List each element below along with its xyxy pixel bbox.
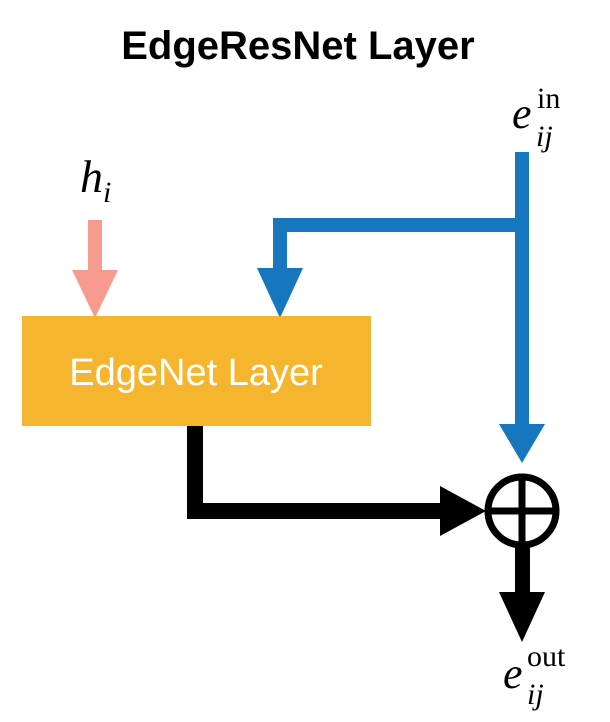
- edgenet-layer-box: EdgeNet Layer: [22, 316, 371, 426]
- edge-input-branch-arrow: [257, 218, 529, 318]
- edge-output-superscript: out: [527, 640, 566, 673]
- node-input-subscript: i: [103, 176, 111, 209]
- node-input-symbol: h: [80, 151, 103, 202]
- edge-output-symbol: e: [503, 649, 523, 698]
- edgenet-layer-label: EdgeNet Layer: [69, 352, 323, 394]
- edge-input-label: e in ij: [512, 82, 560, 153]
- edgenet-output-arrow: [187, 426, 486, 536]
- edge-input-symbol: e: [512, 89, 532, 138]
- node-input-label: h i: [80, 151, 111, 209]
- output-arrow: [499, 545, 545, 642]
- circled-plus-icon: [484, 473, 560, 549]
- edge-output-subscript: ij: [527, 678, 544, 711]
- edge-input-subscript: ij: [536, 120, 553, 153]
- edge-input-superscript: in: [537, 82, 560, 115]
- edge-output-label: e out ij: [503, 640, 566, 711]
- diagram-title: EdgeResNet Layer: [121, 24, 474, 68]
- edge-input-arrow: [499, 152, 545, 463]
- node-input-arrow: [72, 220, 118, 318]
- edgenet-layer-rect: [22, 316, 371, 426]
